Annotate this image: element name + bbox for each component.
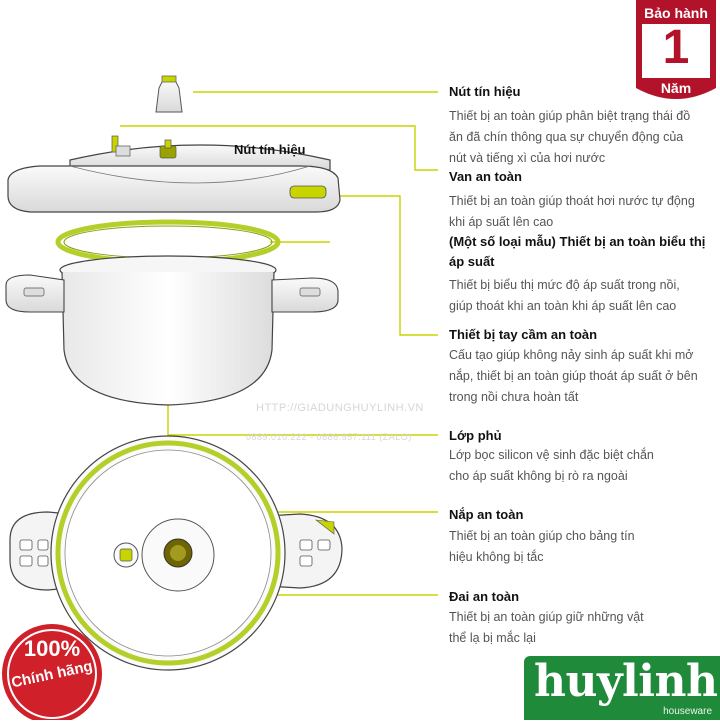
callout-title: (Một số loại mẫu) Thiết bị an toàn biểu …: [449, 234, 706, 249]
watermark-phone: 0889.010.222 - 0886.957.111 (ZALO): [246, 432, 412, 442]
cooker-pot: [5, 255, 339, 406]
cooker-top-view: [9, 435, 343, 671]
callout-desc: Thiết bị biểu thị mức độ áp suất trong n…: [449, 278, 680, 313]
callout-title: Đai an toàn: [449, 589, 520, 604]
warranty-bottom-text: Năm: [660, 80, 692, 96]
cooker-lid: [7, 135, 341, 213]
callout-title: Nút tín hiệu: [449, 84, 521, 99]
callout-desc: Thiết bị an toàn giúp phân biệt trạng th…: [449, 109, 691, 165]
watermark-url: HTTP://GIADUNGHUYLINH.VN: [256, 402, 424, 414]
callout-desc: Thiết bị an toàn giúp giữ những vật thể …: [449, 610, 644, 645]
callout-desc: Thiết bị an toàn giúp thoát hơi nước tự …: [449, 194, 695, 229]
callout-title: Nắp an toàn: [449, 507, 524, 522]
warranty-number: 1: [662, 21, 690, 74]
warranty-badge: Bảo hành 1 Năm: [634, 0, 718, 104]
signal-button-small-label: Nút tín hiệu: [234, 142, 306, 157]
warranty-badge-shape: [636, 0, 716, 99]
brand-name: huylinh: [534, 656, 718, 707]
callout-desc: Thiết bị an toàn giúp cho bảng tín hiệu …: [449, 529, 635, 564]
genuine-seal: 100% Chính hãng: [0, 620, 104, 724]
callout-title-2: áp suất: [449, 254, 495, 269]
callout-title: Lớp phủ: [449, 428, 502, 443]
callout-desc: Cấu tạo giúp không nảy sinh áp suất khi …: [449, 348, 698, 404]
brand-logo: huylinh houseware: [524, 656, 720, 720]
seal-shape: [2, 624, 102, 724]
callout-desc: Lớp bọc silicon vệ sinh đặc biệt chắn ch…: [449, 448, 654, 483]
seal-percent: 100%: [23, 636, 81, 661]
warranty-top-text: Bảo hành: [644, 5, 708, 21]
brand-sub: houseware: [663, 706, 712, 717]
signal-button-part: [155, 75, 183, 113]
callout-title: Thiết bị tay cầm an toàn: [449, 327, 598, 342]
callout-title: Van an toàn: [449, 169, 522, 184]
